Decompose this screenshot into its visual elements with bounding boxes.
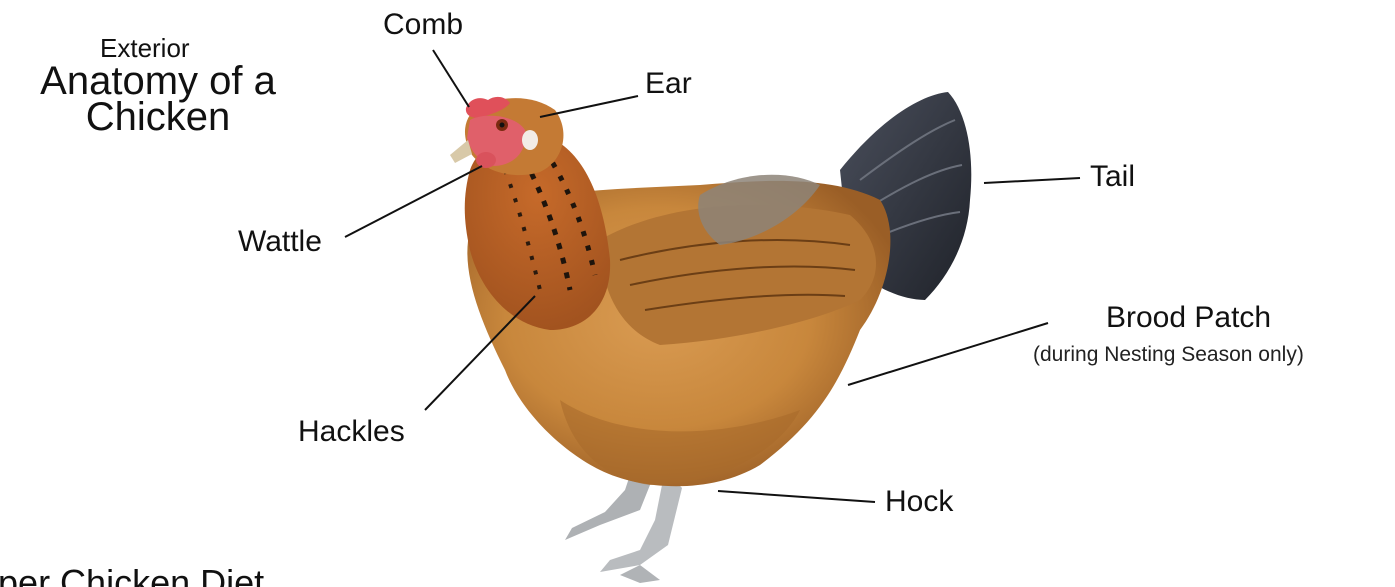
label-wattle: Wattle xyxy=(238,227,322,257)
label-comb: Comb xyxy=(383,10,463,40)
title-main: Anatomy of a Chicken xyxy=(10,63,306,135)
leader-brood-patch xyxy=(848,323,1048,385)
label-hock: Hock xyxy=(885,487,953,517)
label-ear: Ear xyxy=(645,69,692,99)
leader-ear xyxy=(540,96,638,117)
leader-tail xyxy=(984,178,1080,183)
label-hackles: Hackles xyxy=(298,417,405,447)
label-tail: Tail xyxy=(1090,162,1135,192)
title-line-2: Chicken xyxy=(10,99,306,135)
label-brood-patch: Brood Patch xyxy=(1106,303,1271,333)
title-line-1: Anatomy of a xyxy=(10,63,306,99)
label-brood-patch-note: (during Nesting Season only) xyxy=(1033,343,1304,367)
leader-wattle xyxy=(345,166,482,237)
leader-hock xyxy=(718,491,875,502)
footer-partial-heading: oper Chicken Diet xyxy=(0,562,264,587)
leader-hackles xyxy=(425,296,535,410)
leader-comb xyxy=(433,50,469,107)
